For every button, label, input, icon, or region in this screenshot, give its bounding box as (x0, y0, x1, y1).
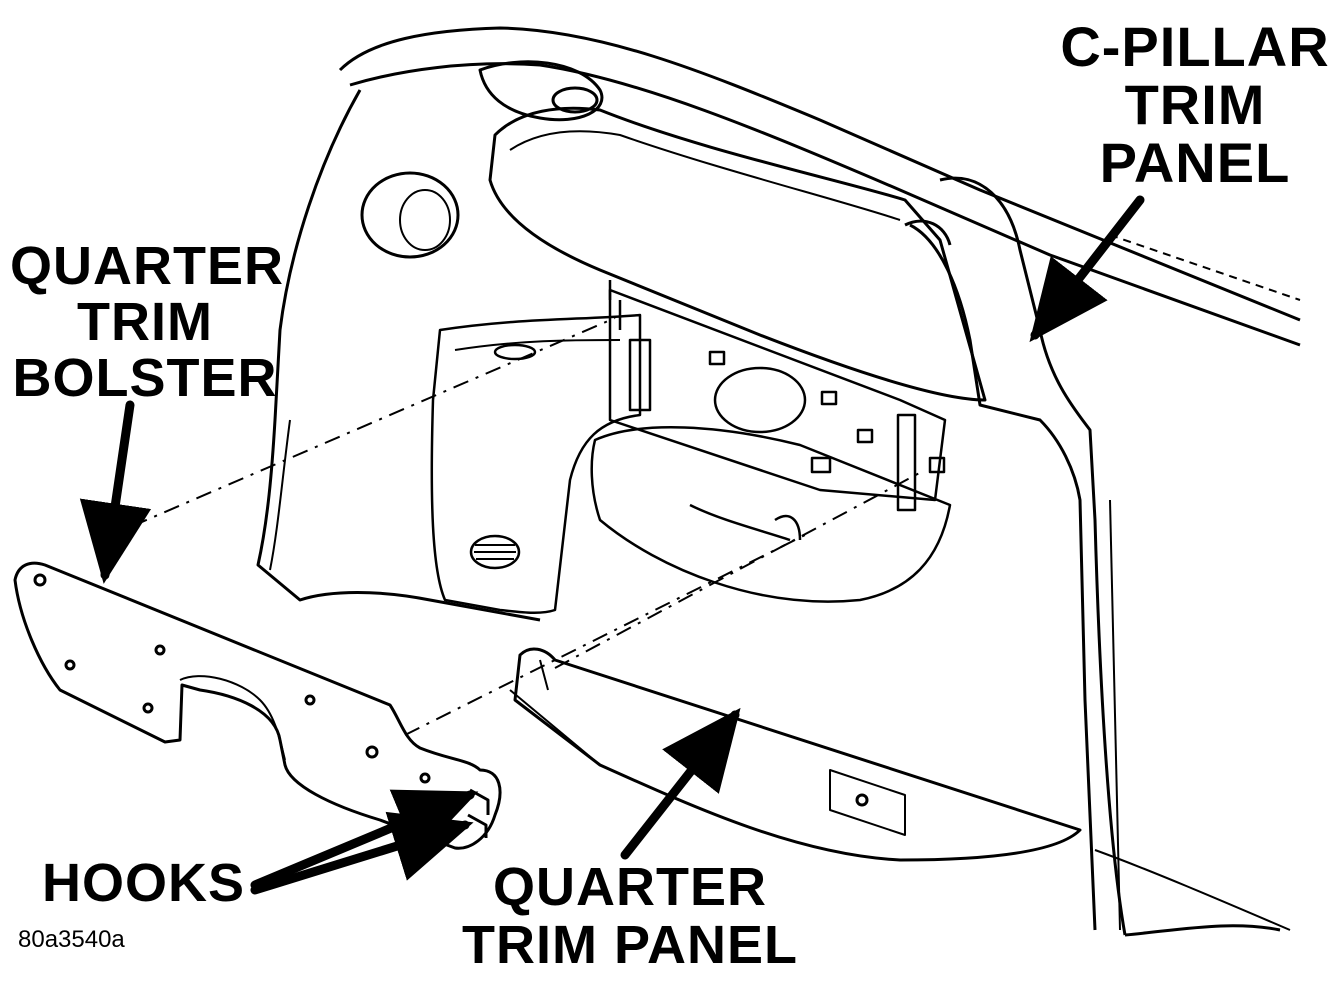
arrow-quarter-panel (620, 707, 741, 860)
arrow-hooks-lower (250, 811, 474, 895)
c-pillar-label-line-2: TRIM (1124, 73, 1266, 136)
arrow-hooks-upper (250, 789, 479, 890)
inner-panel-structure (430, 280, 952, 614)
alignment-dashed-lines (99, 317, 926, 736)
quarter-trim-panel-shape (509, 647, 1082, 862)
c-pillar-label-line-1: C-PILLAR (1060, 15, 1330, 78)
leader-arrows (79, 195, 1145, 895)
bolster-label-line-2: TRIM (77, 292, 213, 352)
figure-id: 80a3540a (18, 926, 125, 953)
quarter-trim-panel-label: QUARTER TRIM PANEL (460, 858, 800, 974)
vehicle-body-outline (256, 26, 1301, 937)
arrow-c-pillar (1029, 195, 1145, 343)
quarter-trim-bolster-label: QUARTER TRIM BOLSTER (10, 236, 284, 408)
c-pillar-trim-panel-label: C-PILLAR TRIM PANEL (1050, 18, 1340, 192)
bolster-label-line-3: BOLSTER (12, 348, 278, 408)
c-pillar-label-line-3: PANEL (1099, 131, 1291, 194)
arrow-bolster (79, 400, 152, 584)
bolster-label-line-1: QUARTER (10, 236, 284, 296)
quarter-panel-label-line-1: QUARTER (493, 857, 767, 917)
quarter-trim-bolster-shape (13, 561, 502, 850)
hooks-label: HOOKS (42, 853, 246, 913)
quarter-panel-label-line-2: TRIM PANEL (462, 915, 798, 975)
